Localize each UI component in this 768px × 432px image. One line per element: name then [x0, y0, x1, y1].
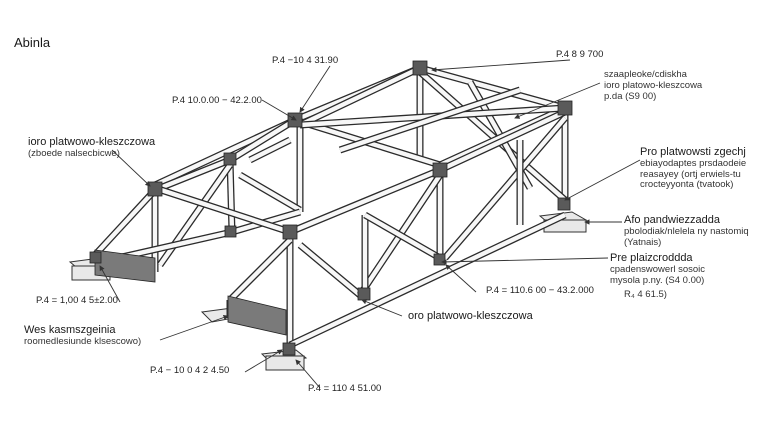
left-dimension-mid: P.4 = 1,00 4 5±2.00	[36, 295, 118, 306]
right-mid-line-2: ebiayodaptes prsdaodeie	[640, 157, 747, 169]
right-bottom-line-2: cpadenswowerl sosoic	[610, 263, 706, 275]
center-label: oro platwowo-kleszczowa	[408, 310, 533, 322]
diagram-title: Abinla	[14, 35, 51, 50]
right-mid-line-3: reasayey (ortj erwiels-tu	[640, 168, 741, 180]
right-low-line-2: pbolodiak/nlelela ny nastomiq	[624, 225, 749, 237]
bottom-left-sub: roomedlesiunde klsescowo)	[24, 335, 142, 347]
center-dimension: P.4 = 110.6 00 − 43.2.000	[486, 285, 594, 296]
right-bottom-title: Pre plaizcroddda	[610, 252, 693, 264]
left-callout-title: ioro platwowo-kleszczowa	[28, 136, 156, 148]
right-bottom-callout: Pre plaizcroddda cpadenswowerl sosoic my…	[610, 252, 705, 286]
top-dimension-1: P.4 −10 4 31.90	[272, 55, 339, 66]
top-bracing	[153, 64, 567, 189]
left-dimension-top: P.4 10.0.00 − 42.2.00	[172, 95, 262, 106]
left-callout-sub: (zboede nalsecbicwe)	[28, 147, 120, 159]
joints	[89, 60, 573, 356]
bottom-dimension-2: P.4 = 110 4 51.00	[308, 383, 382, 394]
right-top-callout: szaapleoke/cdiskha ioro platowo-kleszcow…	[604, 69, 703, 103]
right-mid-callout: Pro platwowsti zgechj ebiayodaptes prsda…	[640, 146, 746, 191]
left-callout: ioro platwowo-kleszczowa (zboede nalsecb…	[28, 136, 155, 160]
right-low-line-3: (Yatnais)	[624, 236, 662, 248]
top-dimension-2: P.4 8 9 700	[556, 49, 604, 60]
right-low-title: Afo pandwiezzadda	[624, 214, 721, 226]
right-mid-line-4: crocteyyonta (tvatook)	[640, 179, 734, 191]
bottom-dimension-1: P.4 − 10 0 4 2 4.50	[150, 365, 230, 376]
right-top-line-1: szaapleoke/cdiskha	[604, 69, 687, 80]
right-small-dimension: R₄ 4 61.5)	[624, 289, 667, 300]
left-frame	[92, 117, 302, 272]
right-low-callout: Afo pandwiezzadda pbolodiak/nlelela ny n…	[624, 214, 749, 248]
base-plates	[94, 249, 287, 336]
bottom-left-callout: Wes kasmszgeinia roomedlesiunde klsescow…	[24, 324, 141, 348]
right-top-line-3: p.da (S9 00)	[604, 90, 657, 102]
right-bottom-line-3: mysola p.ny. (S4 0.00)	[610, 274, 705, 286]
right-mid-title: Pro platwowsti zgechj	[640, 146, 746, 158]
bottom-left-title: Wes kasmszgeinia	[24, 324, 116, 336]
leader-lines	[99, 59, 641, 389]
right-top-line-2: ioro platowo-kleszcowa	[604, 79, 703, 91]
front-frame	[153, 108, 568, 350]
